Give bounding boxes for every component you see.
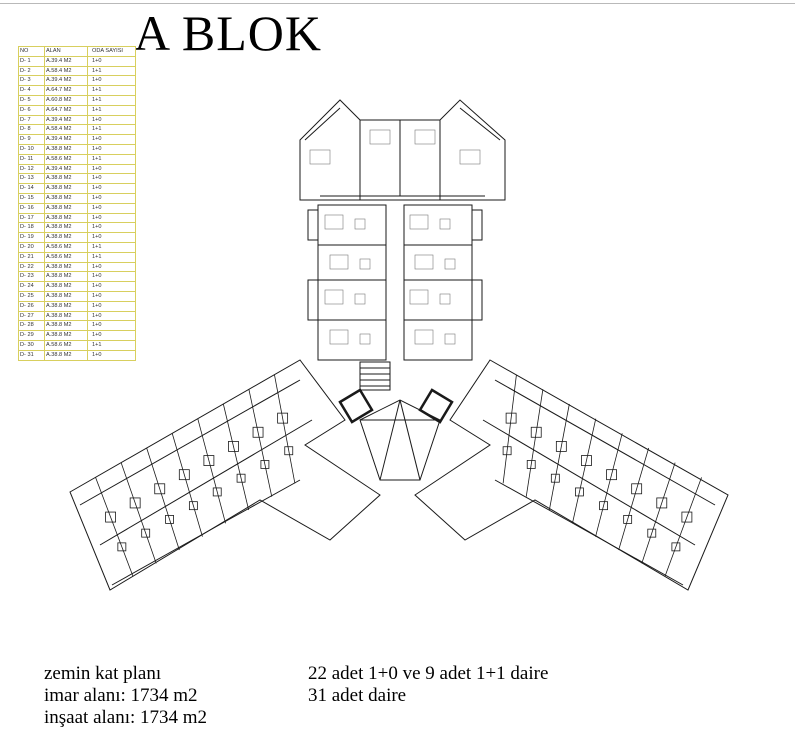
room-furniture [309, 149, 331, 165]
bathroom-box [444, 258, 456, 270]
partition-wall [95, 477, 134, 577]
bathroom-box [631, 483, 643, 495]
partition-wall [641, 462, 676, 564]
bathroom-box [681, 511, 693, 523]
partition-wall [146, 447, 180, 551]
unit-mix: 22 adet 1+0 ve 9 adet 1+1 daire [308, 663, 549, 684]
room-furniture [324, 289, 344, 305]
crown-wing [299, 99, 506, 201]
plan-name: zemin kat planı [44, 663, 162, 684]
zoning-area: imar alanı: 1734 m2 [44, 685, 198, 706]
partition-wall [274, 374, 296, 484]
bathroom-box [105, 511, 116, 523]
bathroom-box [154, 483, 166, 495]
partition-wall [502, 374, 517, 484]
right-wing-partitions [502, 374, 702, 577]
unit-total: 31 adet daire [308, 685, 407, 706]
bathroom-box [203, 455, 215, 466]
room-furniture [369, 129, 391, 145]
top-rule [0, 3, 795, 4]
right-wing [414, 359, 729, 591]
room-furniture [459, 149, 481, 165]
left-wing-partitions [95, 374, 296, 577]
room-furniture [414, 129, 436, 145]
kitchen-box [260, 460, 270, 469]
bathroom-box [530, 426, 542, 438]
kitchen-box [188, 501, 198, 511]
partition-wall [664, 477, 702, 577]
bathroom-box [505, 412, 517, 424]
room-furniture [414, 254, 434, 270]
bathroom-box [359, 258, 371, 270]
kitchen-box [575, 487, 584, 497]
kitchen-box [671, 542, 681, 552]
bathroom-box [228, 440, 239, 452]
kitchen-box [599, 501, 608, 511]
bathroom-box [359, 333, 371, 345]
left-wing [69, 359, 381, 591]
room-furniture [329, 329, 349, 345]
room-furniture [414, 329, 434, 345]
bathroom-box [439, 293, 451, 305]
partition-wall [120, 462, 157, 564]
kitchen-box [623, 515, 633, 524]
bathroom-box [656, 497, 668, 509]
kitchen-box [550, 473, 560, 483]
kitchen-box [284, 446, 294, 456]
bathroom-box [354, 218, 366, 230]
partition-wall [248, 389, 273, 497]
bathroom-box [129, 497, 141, 509]
bathroom-box [252, 426, 264, 438]
partition-wall [572, 418, 597, 524]
kitchen-box [117, 542, 127, 552]
core-detail [309, 129, 481, 345]
partition-wall [525, 389, 544, 497]
bathroom-box [444, 333, 456, 345]
page-title: A BLOK [134, 5, 322, 61]
bathroom-box [555, 440, 567, 452]
central-core [307, 204, 483, 481]
bathroom-box [354, 293, 366, 305]
room-furniture [329, 254, 349, 270]
partition-wall [171, 433, 203, 537]
partition-wall [618, 447, 650, 551]
room-furniture [324, 214, 344, 230]
kitchen-box [647, 528, 657, 538]
construction-area: inşaat alanı: 1734 m2 [44, 707, 208, 728]
partition-wall [222, 403, 250, 511]
unit-room-count: 1+0 [87, 349, 136, 361]
bathroom-box [277, 412, 289, 424]
kitchen-box [141, 528, 151, 538]
partition-wall [595, 433, 623, 537]
partition-wall [197, 418, 226, 524]
bathroom-box [178, 469, 190, 481]
room-furniture [409, 289, 429, 305]
room-furniture [409, 214, 429, 230]
kitchen-box [165, 515, 174, 524]
kitchen-box [236, 473, 246, 483]
kitchen-box [502, 446, 512, 456]
bathroom-box [581, 455, 592, 466]
partition-wall [548, 403, 570, 511]
kitchen-box [526, 460, 536, 469]
bathroom-box [439, 218, 451, 230]
bathroom-box [606, 469, 617, 481]
kitchen-box [212, 487, 222, 497]
